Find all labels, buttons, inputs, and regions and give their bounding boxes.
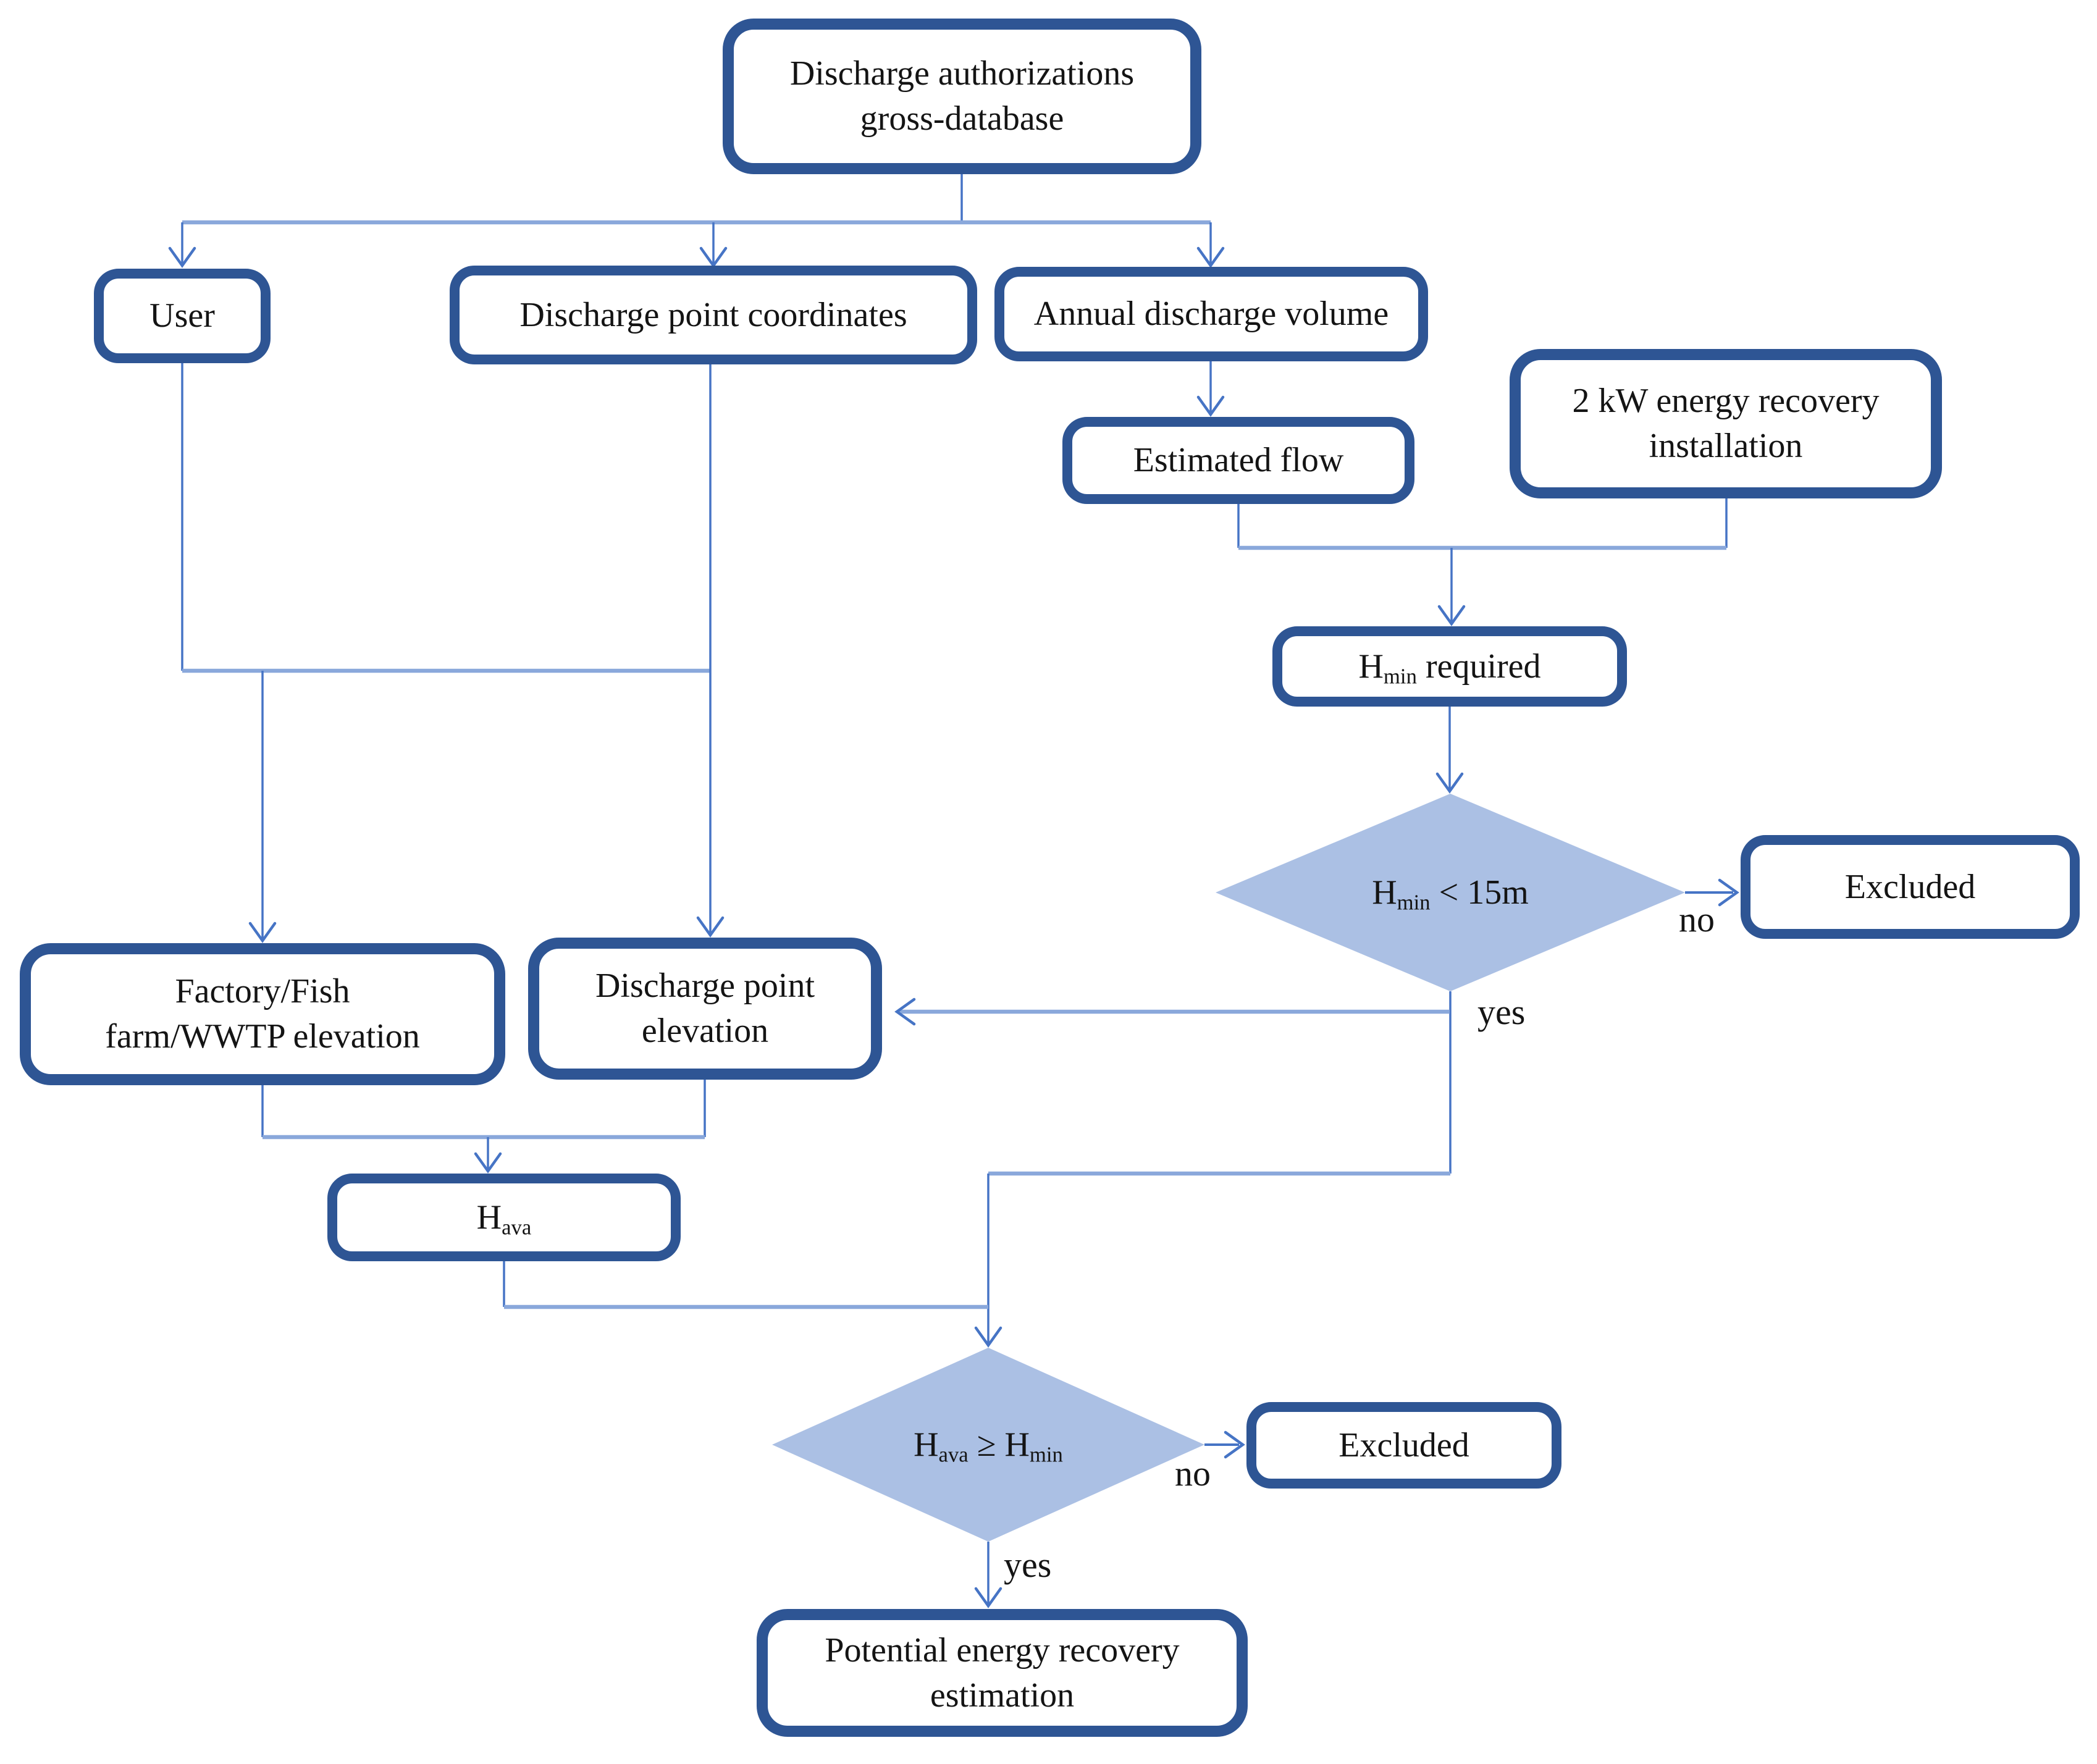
node-label: User (149, 296, 215, 335)
node-annual-discharge-volume: Annual discharge volume (994, 267, 1428, 361)
arrow-into-decision1 (1435, 772, 1464, 794)
node-hmin-required: Hmin required (1272, 626, 1627, 707)
arrow-into-excluded2 (1224, 1430, 1245, 1459)
node-label: Hava (476, 1198, 532, 1240)
flow-connectors (181, 174, 1733, 1603)
node-label-line2: installation (1649, 427, 1803, 465)
node-label-line2: estimation (930, 1676, 1075, 1715)
arrow-into-factory-elevation (248, 922, 277, 943)
node-factory-fishfarm-wwtp-elevation: Factory/Fish farm/WWTP elevation (20, 943, 505, 1085)
arrow-into-hava (474, 1152, 502, 1174)
node-excluded-2: Excluded (1246, 1402, 1561, 1489)
node-label-line1: Discharge point (595, 967, 815, 1006)
edge-label-no-2: no (1175, 1453, 1211, 1493)
node-label: Annual discharge volume (1033, 295, 1389, 334)
arrow-into-potential (974, 1587, 1002, 1608)
node-label-line1: 2 kW energy recovery (1572, 382, 1880, 421)
decision-label: Hmin < 15m (1372, 873, 1529, 915)
arrow-into-user (168, 246, 196, 268)
arrow-into-decision2 (974, 1326, 1002, 1348)
node-label-line2: gross-database (860, 99, 1064, 138)
node-energy-recovery-installation: 2 kW energy recovery installation (1510, 349, 1942, 498)
arrow-into-excluded1 (1718, 878, 1739, 907)
arrow-into-annual-volume (1196, 246, 1225, 268)
arrow-into-hmin-required (1437, 605, 1466, 626)
arrow-into-discharge-elevation (894, 998, 916, 1026)
decision-label: Hava ≥ Hmin (914, 1426, 1063, 1467)
edge-label-yes-2: yes (1004, 1545, 1052, 1585)
node-label: Excluded (1844, 867, 1976, 906)
node-excluded-1: Excluded (1741, 835, 2080, 939)
node-hava: Hava (327, 1174, 681, 1261)
node-label: Hmin required (1358, 647, 1541, 689)
edge-label-yes-1: yes (1477, 992, 1526, 1032)
node-label-line2: farm/WWTP elevation (105, 1017, 420, 1056)
node-label-line1: Factory/Fish (175, 972, 350, 1011)
node-potential-energy-recovery-estimation: Potential energy recovery estimation (757, 1609, 1248, 1737)
arrow-into-estimated-flow (1196, 395, 1225, 417)
node-label-line2: elevation (641, 1012, 769, 1050)
node-label: Discharge point coordinates (519, 295, 907, 334)
node-user: User (94, 269, 271, 363)
node-gross-database: Discharge authorizations gross-database (723, 19, 1201, 174)
node-discharge-point-elevation: Discharge point elevation (528, 938, 882, 1080)
node-discharge-point-coordinates: Discharge point coordinates (450, 266, 977, 364)
node-estimated-flow: Estimated flow (1062, 417, 1414, 504)
node-label-line1: Discharge authorizations (789, 54, 1135, 93)
edge-label-no-1: no (1679, 899, 1715, 939)
arrow-into-discharge-elevation-top (696, 916, 725, 938)
node-label: Excluded (1338, 1426, 1469, 1464)
node-label-line1: Potential energy recovery (825, 1631, 1180, 1670)
node-label: Estimated flow (1133, 441, 1344, 480)
